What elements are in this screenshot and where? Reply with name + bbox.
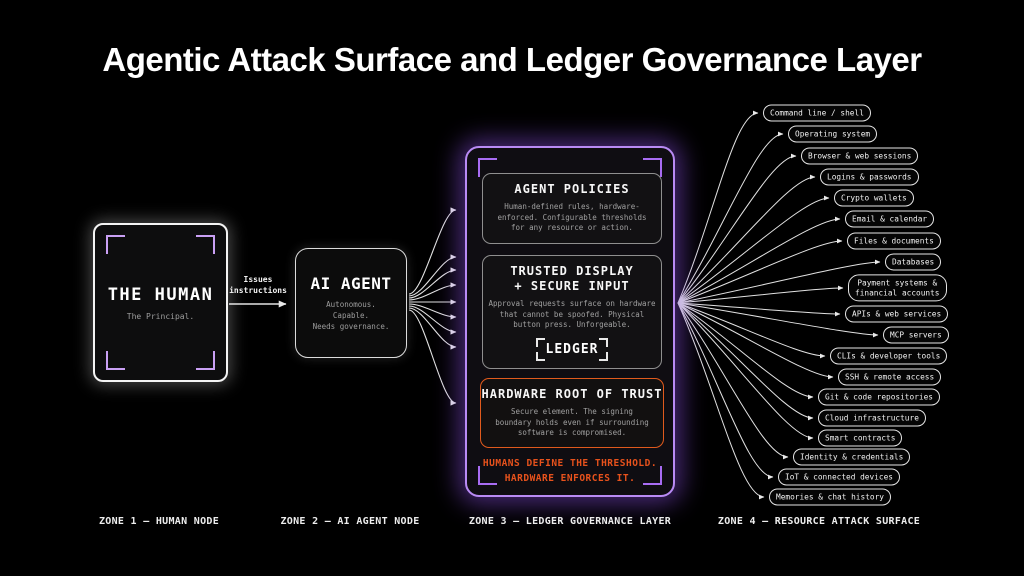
zone-4-label: ZONE 4 — RESOURCE ATTACK SURFACE [717, 516, 921, 527]
corner-bracket-icon [599, 351, 609, 361]
page-title: Agentic Attack Surface and Ledger Govern… [102, 41, 922, 78]
ledger-badge-label: LEDGER [545, 341, 599, 357]
resource-pill: Logins & passwords [820, 168, 919, 186]
trusted-display-box: TRUSTED DISPLAY + SECURE INPUT Approval … [482, 255, 662, 369]
resource-pill: Browser & web sessions [801, 147, 919, 165]
resource-pill: Payment systems & financial accounts [848, 274, 947, 302]
resource-pill: APIs & web services [845, 305, 949, 323]
corner-bracket-icon [643, 158, 662, 177]
resource-pill: Command line / shell [763, 104, 871, 122]
human-node: THE HUMAN The Principal. [93, 223, 228, 382]
ai-agent-traits: Autonomous. Capable. Needs governance. [312, 299, 390, 332]
resource-pill: Cloud infrastructure [818, 409, 926, 427]
corner-bracket-icon [106, 235, 125, 254]
ai-agent-title: AI AGENT [310, 273, 392, 293]
corner-bracket-icon [196, 351, 215, 370]
ai-agent-node: AI AGENT Autonomous. Capable. Needs gove… [295, 248, 407, 358]
corner-bracket-icon [535, 337, 545, 347]
corner-bracket-icon [535, 351, 545, 361]
resource-pill: Email & calendar [845, 210, 935, 228]
hardware-root-of-trust-box: HARDWARE ROOT OF TRUST Secure element. T… [480, 378, 664, 448]
hardware-root-body: Secure element. The signing boundary hol… [495, 407, 649, 437]
corner-bracket-icon [196, 235, 215, 254]
resource-pill: Databases [885, 253, 942, 271]
hardware-root-title: HARDWARE ROOT OF TRUST [481, 387, 663, 401]
ledger-governance-layer: AGENT POLICIES Human-defined rules, hard… [465, 146, 675, 497]
resource-pill: IoT & connected devices [778, 468, 900, 486]
corner-bracket-icon [643, 466, 662, 485]
resource-pill: Smart contracts [818, 429, 903, 447]
zone-3-label: ZONE 3 — LEDGER GOVERNANCE LAYER [468, 516, 672, 527]
corner-bracket-icon [106, 351, 125, 370]
resource-pill: Memories & chat history [769, 488, 891, 506]
resource-pill: SSH & remote access [838, 368, 942, 386]
zone-1-label: ZONE 1 — HUMAN NODE [98, 516, 220, 527]
resource-pill: Files & documents [847, 232, 941, 250]
agent-policies-box: AGENT POLICIES Human-defined rules, hard… [482, 173, 662, 244]
human-node-title: THE HUMAN [107, 284, 214, 305]
resource-pill: Crypto wallets [834, 189, 914, 207]
resource-pill: Git & code repositories [818, 388, 940, 406]
human-node-subtitle: The Principal. [126, 311, 195, 321]
ledger-logo-badge: LEDGER [535, 337, 609, 361]
resource-pill: MCP servers [883, 326, 949, 344]
resource-pill: Operating system [788, 125, 878, 143]
corner-bracket-icon [599, 337, 609, 347]
corner-bracket-icon [478, 158, 497, 177]
agent-policies-title: AGENT POLICIES [514, 182, 630, 196]
issues-instructions-label: Issues instructions [229, 275, 287, 295]
trusted-display-title: TRUSTED DISPLAY + SECURE INPUT [510, 264, 634, 293]
ledger-tagline: HUMANS DEFINE THE THRESHOLD. HARDWARE EN… [482, 458, 658, 484]
resource-pill: CLIs & developer tools [830, 347, 948, 365]
corner-bracket-icon [478, 466, 497, 485]
zone-2-label: ZONE 2 — AI AGENT NODE [280, 516, 420, 527]
trusted-display-body: Approval requests surface on hardware th… [488, 299, 656, 329]
agent-policies-body: Human-defined rules, hardware- enforced.… [497, 202, 647, 232]
resource-pill: Identity & credentials [793, 448, 911, 466]
